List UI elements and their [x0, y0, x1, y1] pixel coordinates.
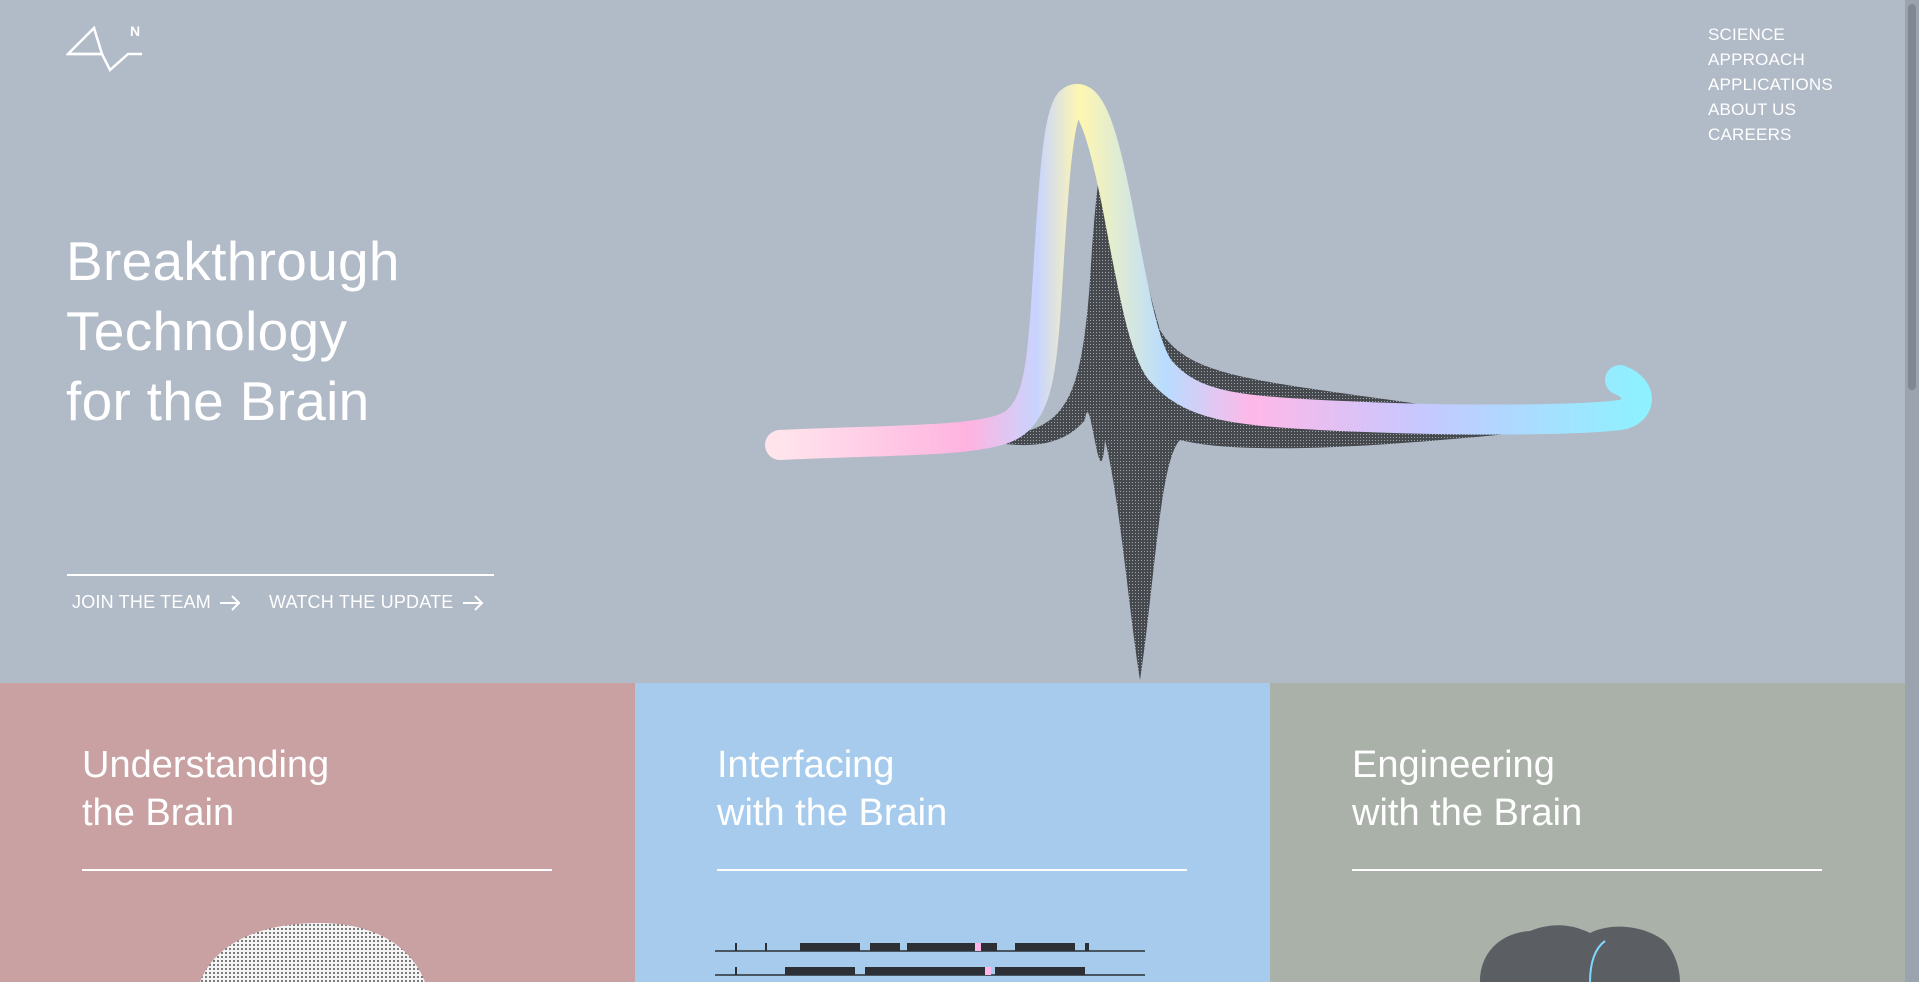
neuralink-logo-icon[interactable]: N	[66, 22, 146, 74]
nav-item-careers[interactable]: CAREERS	[1708, 125, 1792, 144]
scrollbar[interactable]	[1905, 0, 1919, 982]
nav-item-approach[interactable]: APPROACH	[1708, 50, 1806, 69]
arrow-right-icon	[219, 594, 241, 611]
panel-title-line: with the Brain	[1352, 792, 1583, 834]
scrollbar-thumb[interactable]	[1908, 4, 1916, 390]
neural-spike-illustration	[765, 84, 1652, 680]
panel-title: Interfacing with the Brain	[717, 741, 947, 837]
join-the-team-label: JOIN THE TEAM	[72, 592, 211, 612]
nav-item-applications[interactable]: APPLICATIONS	[1708, 75, 1833, 94]
watch-the-update-link[interactable]: WATCH THE UPDATE	[269, 592, 484, 613]
hero-title: Breakthrough Technology for the Brain	[66, 226, 400, 436]
engineering-device-illustration	[1480, 925, 1680, 982]
spike-raster-illustration	[715, 943, 1145, 976]
panel-title-line: Engineering	[1352, 744, 1555, 786]
nav-item-science[interactable]: SCIENCE	[1708, 25, 1785, 44]
panel-divider	[82, 869, 552, 871]
arrow-right-icon	[462, 594, 483, 611]
panel-title-line: Understanding	[82, 744, 330, 786]
hero-title-line: Breakthrough	[66, 230, 400, 292]
spike-waveform	[765, 84, 1652, 460]
panel-understanding[interactable]: Understanding the Brain	[0, 683, 635, 982]
panel-title: Engineering with the Brain	[1352, 741, 1582, 837]
watch-the-update-label: WATCH THE UPDATE	[268, 592, 454, 612]
panel-title-line: Interfacing	[717, 744, 895, 786]
panel-divider	[1352, 869, 1822, 871]
panel-title-line: the Brain	[82, 792, 235, 834]
panel-title: Understanding the Brain	[82, 741, 329, 837]
hero-divider	[67, 574, 494, 576]
hero-title-line: for the Brain	[66, 370, 370, 432]
feature-panels: Understanding the Brain Interfacing with…	[0, 683, 1905, 982]
svg-text:N: N	[130, 23, 140, 39]
join-the-team-link[interactable]: JOIN THE TEAM	[72, 592, 241, 613]
panel-engineering[interactable]: Engineering with the Brain	[1270, 683, 1905, 982]
panel-title-line: with the Brain	[717, 792, 948, 834]
main-nav: SCIENCE APPROACH APPLICATIONS ABOUT US C…	[1708, 22, 1833, 147]
hero-links: JOIN THE TEAM WATCH THE UPDATE	[72, 592, 484, 613]
hero-section: N SCIENCE APPROACH APPLICATIONS ABOUT US…	[66, 22, 1833, 680]
nav-item-about-us[interactable]: ABOUT US	[1708, 100, 1797, 119]
panel-divider	[717, 869, 1187, 871]
hero-title-line: Technology	[66, 300, 348, 362]
panel-interfacing[interactable]: Interfacing with the Brain	[635, 683, 1270, 982]
brain-tissue-illustration	[200, 923, 425, 982]
